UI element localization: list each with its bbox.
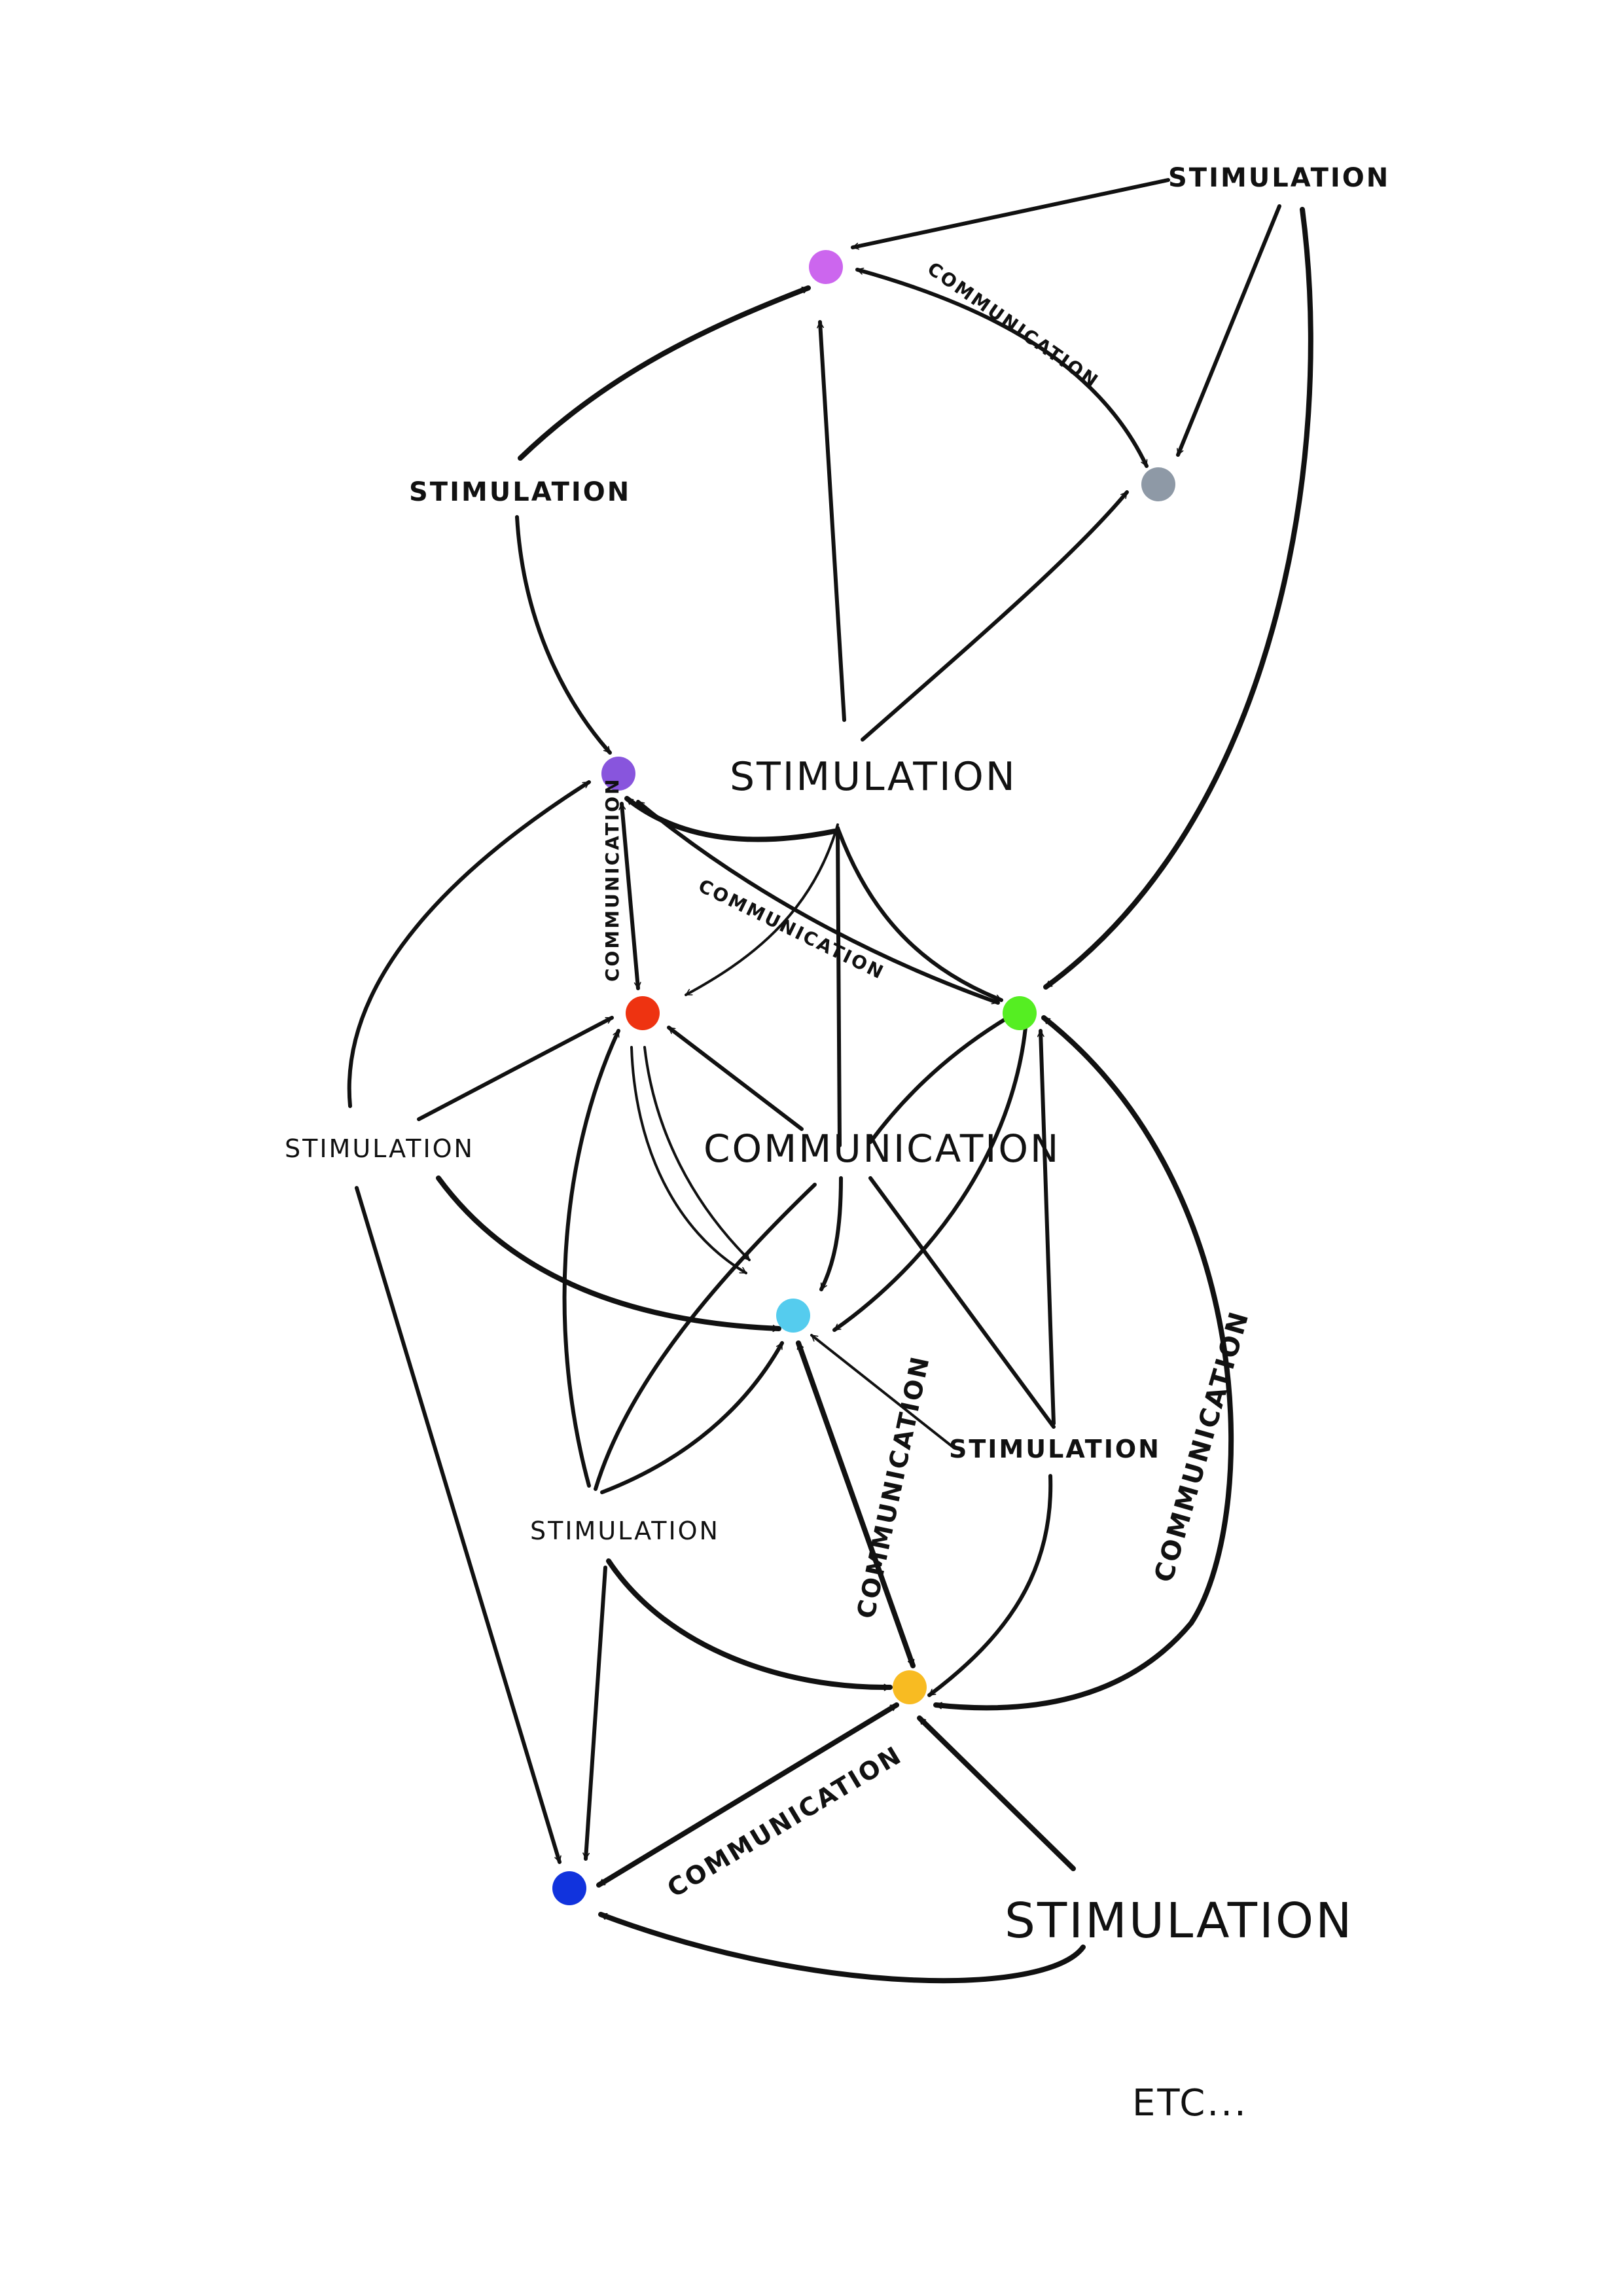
edge-stim-lowerright-to-green bbox=[1037, 1029, 1056, 1426]
node-red bbox=[626, 996, 660, 1030]
edge-stim-lowerleft-to-yellow bbox=[606, 1558, 893, 1691]
edge-comm-cyan-yellow bbox=[796, 1340, 916, 1668]
edge-green-to-cyan bbox=[832, 1019, 1029, 1332]
edge-stim-center-to-gray bbox=[861, 490, 1129, 742]
edge-commcenter-to-green bbox=[868, 1013, 1015, 1144]
node-blue bbox=[552, 1871, 586, 1905]
edge-commcenter-to-red bbox=[667, 1026, 804, 1131]
edge-red-to-cyan-a bbox=[630, 1046, 747, 1274]
node-magenta bbox=[809, 250, 843, 284]
label-comm-cyan-yellow: COMMUNICATION bbox=[851, 1353, 935, 1621]
edge-red-to-cyan-b bbox=[643, 1046, 751, 1261]
edge-stim-topright-to-gray bbox=[1176, 204, 1281, 457]
edge-comm-magenta-gray bbox=[855, 267, 1149, 468]
node-cyan bbox=[776, 1299, 810, 1333]
label-stimulation-mid-left: STIMULATION bbox=[285, 1134, 474, 1163]
nodes bbox=[552, 250, 1175, 1905]
edge-stim-center-to-magenta bbox=[817, 320, 846, 722]
label-communication-center: COMMUNICATION bbox=[704, 1126, 1060, 1171]
label-stimulation-upper-left: STIMULATION bbox=[409, 477, 631, 507]
node-gray bbox=[1141, 467, 1175, 501]
label-comm-violet-red: COMMUNICATION bbox=[601, 778, 623, 982]
edges bbox=[347, 178, 1313, 1984]
edge-commcenter-to-cyan bbox=[819, 1176, 843, 1291]
edge-commcenter-to-lowerright bbox=[868, 1176, 1056, 1429]
label-etc: ETC... bbox=[1132, 2082, 1248, 2125]
edge-comm-violet-green bbox=[636, 800, 1000, 1005]
edge-stim-midleft-to-violet bbox=[347, 780, 591, 1108]
edge-stim-upperleft-to-magenta bbox=[518, 285, 811, 461]
edge-stim-lowerright-to-cyan bbox=[810, 1334, 954, 1448]
edge-stim-topright-to-magenta bbox=[851, 178, 1170, 250]
label-stimulation-lower-left: STIMULATION bbox=[530, 1516, 720, 1545]
label-comm-green-yellow: COMMUNICATION bbox=[1149, 1307, 1255, 1586]
edge-commcenter-to-lowerleft bbox=[594, 1183, 817, 1491]
edge-stim-upperleft-to-violet bbox=[515, 515, 612, 755]
edge-comm-violet-red bbox=[618, 802, 641, 990]
node-yellow bbox=[893, 1670, 927, 1704]
edge-stim-lowerleft-to-blue bbox=[582, 1566, 607, 1861]
edge-comm-green-yellow bbox=[933, 1015, 1234, 1711]
edge-stim-lowerright-to-yellow bbox=[927, 1474, 1053, 1697]
label-stimulation-lower-right: STIMULATION bbox=[949, 1435, 1161, 1463]
edge-stim-bottom-to-blue bbox=[598, 1912, 1086, 1984]
edge-stim-midleft-to-red bbox=[417, 1016, 614, 1121]
edge-stim-bottom-to-yellow bbox=[917, 1715, 1076, 1871]
label-stimulation-center: STIMULATION bbox=[730, 754, 1017, 800]
label-comm-violet-green: COMMUNICATION bbox=[695, 875, 888, 984]
edge-stim-center-to-green-b bbox=[836, 826, 842, 1147]
edge-stim-midleft-to-blue bbox=[355, 1186, 562, 1864]
edge-stim-lowerleft-to-red bbox=[562, 1029, 620, 1488]
labels: STIMULATION STIMULATION STIMULATION STIM… bbox=[285, 163, 1390, 2125]
label-stimulation-bottom: STIMULATION bbox=[1005, 1893, 1353, 1949]
edge-stim-lowerleft-to-cyan bbox=[600, 1341, 784, 1494]
edge-stim-midleft-to-cyan bbox=[436, 1175, 781, 1333]
node-green bbox=[1003, 996, 1037, 1030]
node-violet bbox=[601, 757, 635, 791]
label-stimulation-top-right: STIMULATION bbox=[1168, 163, 1390, 193]
label-comm-magenta-gray: COMMUNICATION bbox=[923, 258, 1103, 393]
edge-stim-topright-to-green bbox=[1043, 207, 1313, 990]
edge-comm-blue-yellow bbox=[596, 1702, 899, 1888]
